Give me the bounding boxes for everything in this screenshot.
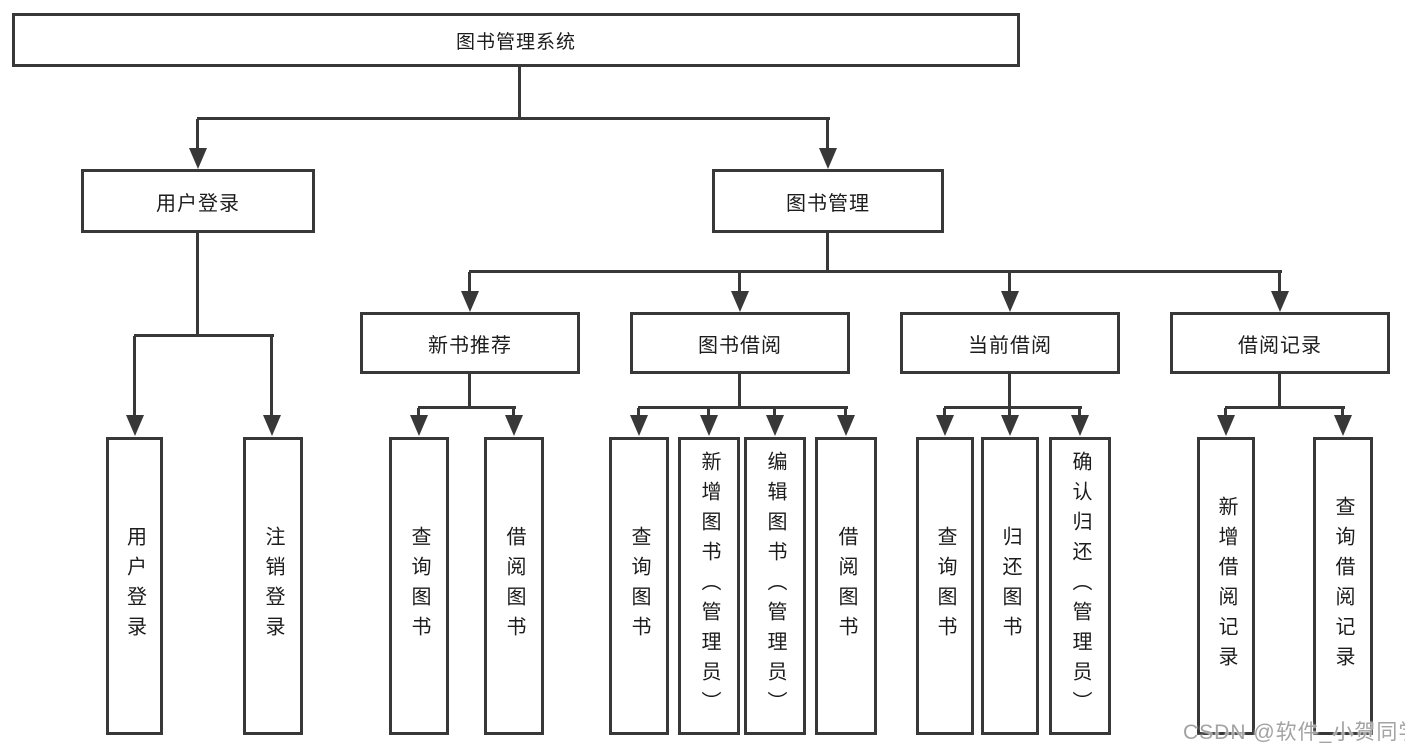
leaf-label: 查询借阅记录: [1332, 496, 1354, 676]
arrowhead-icon: [189, 148, 207, 169]
leaf-label: 借阅图书: [835, 526, 857, 646]
connector-line: [518, 67, 521, 119]
leaf-logout: 注销登录: [243, 437, 303, 735]
node-book-borrowing: 图书借阅: [630, 312, 850, 374]
connector-line: [1008, 272, 1011, 293]
node-book-management: 图书管理: [712, 169, 944, 233]
connector-line: [468, 374, 471, 408]
leaf-label: 借阅图书: [503, 526, 525, 646]
connector-line: [738, 272, 741, 293]
connector-line: [196, 233, 199, 336]
leaf-label: 查询图书: [628, 526, 650, 646]
arrowhead-icon: [630, 415, 648, 436]
connector-line: [1341, 408, 1344, 417]
arrowhead-icon: [263, 415, 281, 436]
connector-line: [638, 406, 848, 409]
connector-line: [1224, 408, 1227, 417]
leaf-query-books-current: 查询图书: [916, 437, 974, 735]
connector-line: [1078, 408, 1081, 417]
arrowhead-icon: [819, 148, 837, 169]
connector-line: [944, 406, 1082, 409]
leaf-label: 编辑图书（管理员）: [764, 451, 786, 721]
leaf-user-login: 用户登录: [106, 437, 163, 735]
connector-line: [826, 233, 829, 272]
leaf-return-books: 归还图书: [981, 437, 1039, 735]
leaf-query-books-borrowing: 查询图书: [609, 437, 669, 735]
node-new-book-recommendation: 新书推荐: [360, 312, 580, 374]
connector-line: [738, 374, 741, 408]
connector-line: [1008, 374, 1011, 408]
connector-line: [1008, 408, 1011, 417]
connector-line: [196, 119, 199, 150]
connector-line: [270, 336, 273, 417]
leaf-edit-books-admin: 编辑图书（管理员）: [744, 437, 806, 735]
connector-line: [469, 270, 1282, 273]
leaf-add-books-admin: 新增图书（管理员）: [678, 437, 740, 735]
arrowhead-icon: [410, 415, 428, 436]
arrowhead-icon: [1271, 291, 1289, 312]
arrowhead-icon: [1334, 415, 1352, 436]
leaf-label: 查询图书: [934, 526, 956, 646]
connector-line: [197, 117, 830, 120]
leaf-label: 查询图书: [408, 526, 430, 646]
arrowhead-icon: [766, 415, 784, 436]
leaf-label: 新增借阅记录: [1215, 496, 1237, 676]
connector-line: [943, 408, 946, 417]
connector-line: [468, 272, 471, 293]
arrowhead-icon: [461, 291, 479, 312]
connector-line: [773, 408, 776, 417]
connector-line: [134, 334, 274, 337]
arrowhead-icon: [505, 415, 523, 436]
arrowhead-icon: [700, 415, 718, 436]
node-user-login: 用户登录: [81, 169, 315, 233]
connector-line: [637, 408, 640, 417]
leaf-add-borrow-record: 新增借阅记录: [1197, 437, 1255, 735]
arrowhead-icon: [731, 291, 749, 312]
connector-line: [418, 406, 516, 409]
leaf-label: 注销登录: [262, 526, 284, 646]
connector-line: [1225, 406, 1345, 409]
leaf-query-borrow-record: 查询借阅记录: [1313, 437, 1373, 735]
node-current-borrowing: 当前借阅: [900, 312, 1120, 374]
arrowhead-icon: [1001, 291, 1019, 312]
connector-line: [512, 408, 515, 417]
node-borrowing-records: 借阅记录: [1170, 312, 1390, 374]
arrowhead-icon: [1001, 415, 1019, 436]
arrowhead-icon: [126, 415, 144, 436]
leaf-query-books-recommend: 查询图书: [389, 437, 449, 735]
arrowhead-icon: [1217, 415, 1235, 436]
connector-line: [1278, 272, 1281, 293]
connector-line: [826, 119, 829, 150]
leaf-label: 归还图书: [999, 526, 1021, 646]
leaf-borrow-books-recommend: 借阅图书: [484, 437, 544, 735]
arrowhead-icon: [837, 415, 855, 436]
arrowhead-icon: [1071, 415, 1089, 436]
arrowhead-icon: [936, 415, 954, 436]
connector-line: [707, 408, 710, 417]
connector-line: [1278, 374, 1281, 408]
connector-line: [133, 336, 136, 417]
node-library-management-system: 图书管理系统: [12, 13, 1020, 67]
leaf-borrow-books-borrowing: 借阅图书: [815, 437, 877, 735]
csdn-watermark: CSDN @软件_小贺同学: [1183, 721, 1405, 744]
connector-line: [417, 408, 420, 417]
leaf-confirm-return-admin: 确认归还（管理员）: [1049, 437, 1111, 735]
leaf-label: 确认归还（管理员）: [1069, 451, 1091, 721]
connector-line: [844, 408, 847, 417]
leaf-label: 新增图书（管理员）: [698, 451, 720, 721]
leaf-label: 用户登录: [123, 526, 146, 646]
